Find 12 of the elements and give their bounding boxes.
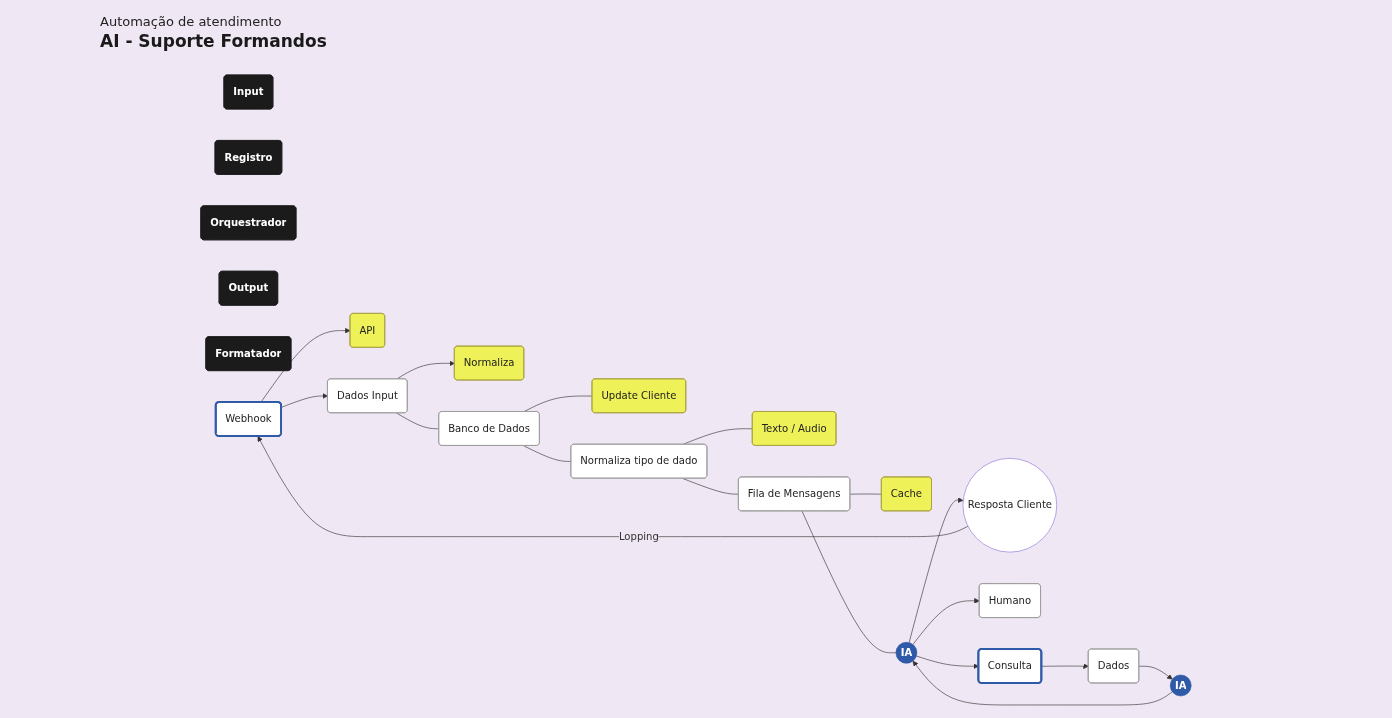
connector [523,445,572,462]
node-circle: IA [1169,674,1192,697]
node-circle: IA [895,641,918,664]
diagram-title: AI - Suporte Formandos [100,31,327,51]
node-circle: Resposta Cliente [962,458,1058,553]
connector [682,478,739,495]
connector [523,395,593,413]
subtitle: Automação de atendimento [100,14,283,29]
connector [682,428,753,445]
connector [396,412,440,430]
edge-label: Lopping [618,530,659,543]
connector [801,510,897,654]
